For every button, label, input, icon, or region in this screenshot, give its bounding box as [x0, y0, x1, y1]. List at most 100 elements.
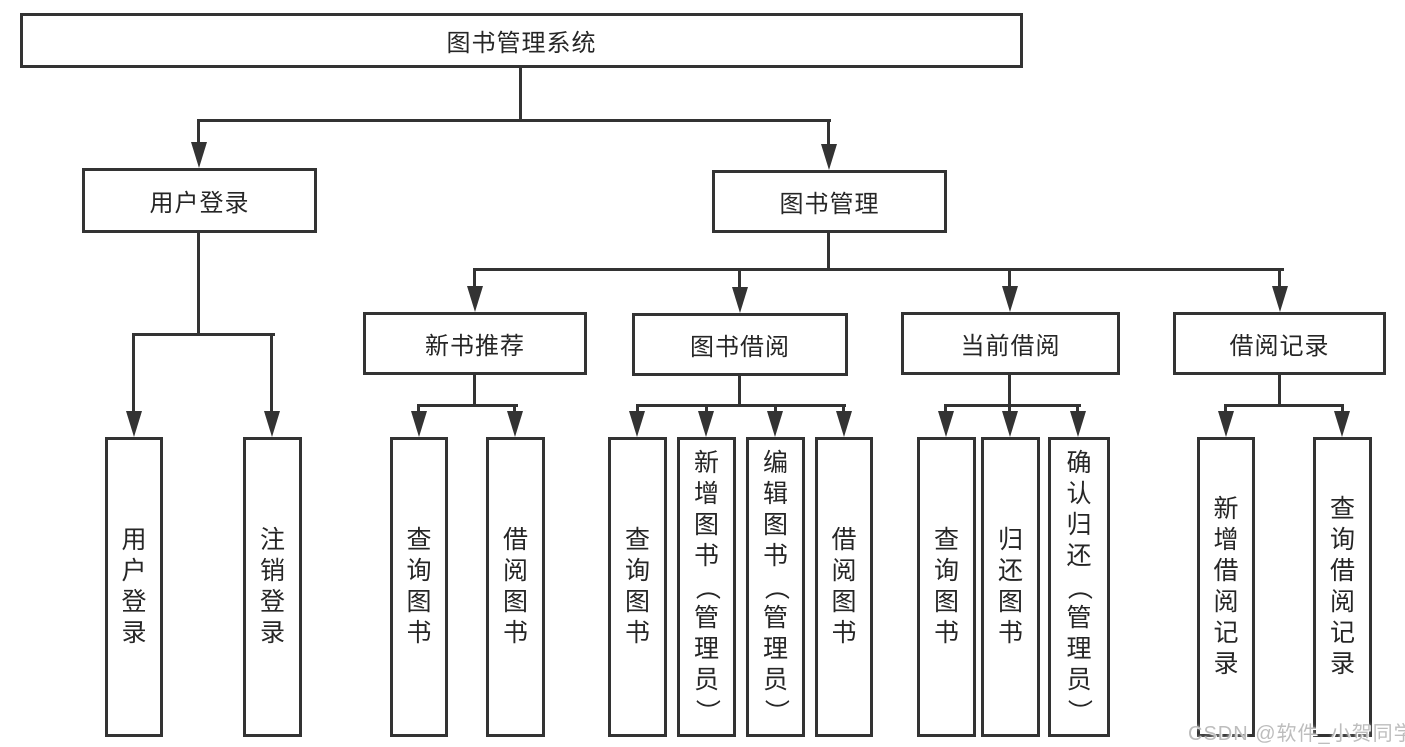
leaf-label-char: 增: [693, 479, 719, 508]
connector-line: [270, 333, 273, 413]
leaf-label-char: 确: [1066, 448, 1092, 477]
connector-arrow-down: [1002, 411, 1018, 437]
leaf-label-char: 管: [762, 603, 788, 632]
leaf-query-books-borrow: 查询图书: [608, 437, 667, 737]
connector-line: [473, 268, 476, 290]
leaf-borrow-books: 借阅图书: [815, 437, 873, 737]
leaf-label-char: 录: [1329, 650, 1355, 678]
connector-arrow-down: [467, 286, 483, 312]
leaf-user-login: 用户登录: [105, 437, 163, 737]
leaf-query-books-recommend: 查询图书: [390, 437, 448, 737]
connector-line: [132, 333, 135, 413]
connector-arrow-down: [126, 411, 142, 437]
leaf-label-char: 录: [121, 619, 147, 647]
leaf-add-borrow-record: 新增借阅记录: [1197, 437, 1255, 737]
leaf-label-char: 新: [693, 448, 719, 477]
connector-arrow-down: [1002, 286, 1018, 312]
leaf-label-char: 书: [406, 619, 432, 647]
leaf-label-char: 询: [624, 557, 650, 585]
node-root-system: 图书管理系统: [20, 13, 1023, 68]
leaf-label-char: 认: [1066, 479, 1092, 508]
leaf-label-char: 管: [1066, 603, 1092, 632]
leaf-label-char: 录: [1213, 650, 1239, 678]
node-book-management-label: 图书管理: [779, 191, 880, 218]
leaf-edit-books-admin: 编辑图书（管理员）: [746, 437, 805, 737]
leaf-label-char: 询: [1329, 526, 1355, 554]
connector-arrow-down: [836, 411, 852, 437]
leaf-label-char: 记: [1213, 619, 1239, 647]
connector-line: [1008, 404, 1011, 416]
connector-arrow-down: [191, 142, 207, 168]
leaf-label-char: 借: [502, 526, 528, 554]
connector-line: [473, 375, 476, 407]
connector-arrow-down: [698, 411, 714, 437]
leaf-label-char: 书: [693, 541, 719, 570]
connector-line: [519, 68, 522, 121]
leaf-label-char: 还: [997, 557, 1023, 585]
leaf-label-char: 用: [121, 526, 147, 554]
connector-line: [705, 404, 708, 416]
leaf-borrow-books-recommend: 借阅图书: [486, 437, 545, 737]
connector-arrow-down: [1334, 411, 1350, 437]
leaf-label-char: 图: [933, 588, 959, 616]
connector-line: [944, 404, 1081, 407]
leaf-label-char: 询: [406, 557, 432, 585]
leaf-label-char: （: [692, 574, 721, 600]
node-root-label: 图书管理系统: [446, 30, 597, 57]
leaf-label-char: （: [1065, 574, 1094, 600]
leaf-label-char: 阅: [502, 557, 528, 585]
leaf-label-char: 图: [997, 588, 1023, 616]
leaf-label-char: 书: [624, 619, 650, 647]
leaf-label-char: 阅: [1329, 588, 1355, 616]
leaf-query-books-current: 查询图书: [917, 437, 976, 737]
leaf-label-char: 编: [762, 448, 788, 477]
leaf-return-books: 归还图书: [981, 437, 1040, 737]
connector-arrow-down: [411, 411, 427, 437]
connector-line: [827, 233, 830, 271]
connector-line: [636, 404, 846, 407]
leaf-label-char: ）: [692, 698, 721, 724]
connector-arrow-down: [938, 411, 954, 437]
connector-line: [132, 333, 275, 336]
connector-line: [1341, 404, 1344, 416]
leaf-label-char: 书: [502, 619, 528, 647]
connector-arrow-down: [767, 411, 783, 437]
connector-line: [417, 404, 420, 416]
leaf-label-char: 借: [1213, 557, 1239, 585]
leaf-query-borrow-record: 查询借阅记录: [1313, 437, 1372, 737]
leaf-label-char: 书: [762, 541, 788, 570]
connector-line: [1224, 404, 1344, 407]
connector-line: [842, 404, 845, 416]
leaf-label-char: 记: [1329, 619, 1355, 647]
leaf-label-char: 员: [1066, 665, 1092, 694]
connector-line: [417, 404, 518, 407]
leaf-confirm-return-admin: 确认归还（管理员）: [1048, 437, 1110, 737]
leaf-label-char: 借: [831, 526, 857, 554]
leaf-label-char: 图: [831, 588, 857, 616]
connector-line: [738, 268, 741, 290]
connector-line: [473, 268, 1284, 271]
node-new-book-recommend: 新书推荐: [363, 312, 587, 375]
connector-line: [1008, 268, 1011, 290]
leaf-label-char: 注: [259, 526, 285, 554]
node-borrow-records: 借阅记录: [1173, 312, 1386, 375]
leaf-label-char: ）: [761, 698, 790, 724]
leaf-label-char: 阅: [831, 557, 857, 585]
connector-arrow-down: [821, 144, 837, 170]
leaf-label-char: 书: [997, 619, 1023, 647]
leaf-label-char: ）: [1065, 698, 1094, 724]
leaf-label-char: 登: [121, 588, 147, 616]
connector-line: [1278, 375, 1281, 407]
node-borrow-records-label: 借阅记录: [1229, 333, 1330, 360]
connector-line: [774, 404, 777, 416]
leaf-label-char: 书: [831, 619, 857, 647]
node-new-book-recommend-label: 新书推荐: [425, 333, 525, 360]
connector-arrow-down: [732, 287, 748, 313]
connector-line: [197, 119, 831, 122]
connector-line: [1278, 268, 1281, 290]
connector-arrow-down: [264, 411, 280, 437]
node-current-borrow-label: 当前借阅: [960, 333, 1061, 360]
leaf-label-char: 销: [259, 557, 285, 585]
leaf-add-books-admin: 新增图书（管理员）: [677, 437, 736, 737]
